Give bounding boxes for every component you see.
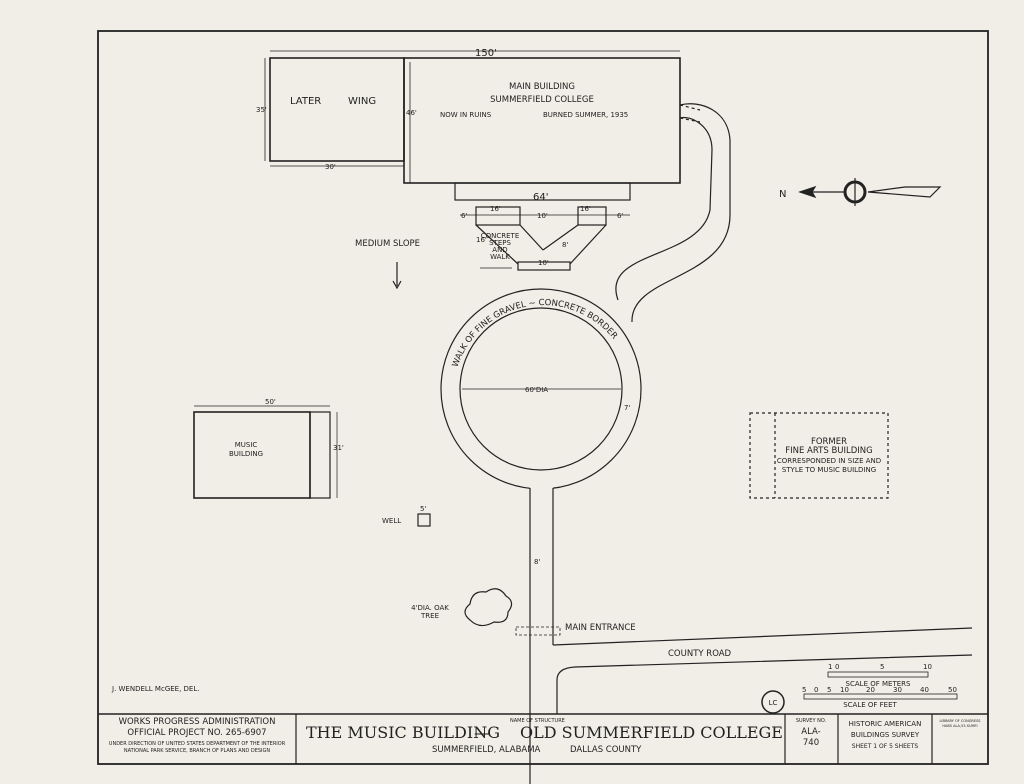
dim-walk-diag: 8' bbox=[562, 241, 568, 249]
north-arrow bbox=[798, 178, 942, 206]
road-edge bbox=[552, 627, 973, 646]
steps-label: AND bbox=[492, 246, 507, 254]
music-building-label: MUSIC bbox=[235, 441, 258, 449]
dim-path: 8' bbox=[534, 558, 540, 566]
survey-number: ALA- bbox=[801, 727, 820, 737]
wpa-title: WORKS PROGRESS ADMINISTRATION bbox=[119, 717, 276, 727]
fine-arts-label: FINE ARTS BUILDING bbox=[785, 446, 873, 456]
dim-gap: 10' bbox=[537, 212, 548, 220]
name-dash: — bbox=[474, 723, 490, 742]
scale-tick: 5 bbox=[827, 686, 831, 694]
main-building-note: NOW IN RUINS bbox=[440, 111, 492, 119]
dim-side: 6' bbox=[461, 212, 467, 220]
scale-tick: 5 bbox=[880, 663, 884, 671]
scale-tick: 10 bbox=[840, 686, 849, 694]
steps-label: CONCRETE bbox=[481, 232, 520, 240]
sheet-number: SHEET 1 OF 5 SHEETS bbox=[852, 743, 919, 750]
main-building-title: MAIN BUILDING bbox=[509, 82, 575, 92]
oak-tree bbox=[464, 588, 513, 627]
scale-tick: 40 bbox=[920, 686, 929, 694]
dim-well: 5' bbox=[420, 505, 426, 513]
well-label: WELL bbox=[382, 517, 401, 525]
name-caption: NAME OF STRUCTURE bbox=[510, 718, 565, 724]
later-wing-label: WING bbox=[348, 96, 376, 107]
scale-of-meters bbox=[827, 671, 929, 678]
scale-tick: 0 bbox=[835, 663, 839, 671]
scale-tick: 20 bbox=[866, 686, 875, 694]
fine-arts-label: CORRESPONDED IN SIZE AND bbox=[777, 457, 881, 465]
dim-ring: 7' bbox=[624, 404, 630, 412]
driveway bbox=[615, 116, 713, 301]
porch bbox=[454, 182, 631, 201]
steps-label: WALK bbox=[490, 253, 510, 261]
scale-of-feet bbox=[803, 693, 958, 700]
delineator: J. WENDELL McGEE, DEL. bbox=[111, 685, 199, 693]
wpa-branch: NATIONAL PARK SERVICE, BRANCH OF PLANS A… bbox=[124, 748, 271, 754]
main-entrance-gate bbox=[515, 626, 561, 636]
former-fine-arts-building bbox=[749, 412, 889, 499]
entrance-label: MAIN ENTRANCE bbox=[565, 623, 636, 633]
later-wing bbox=[269, 57, 405, 162]
habs-title: BUILDINGS SURVEY bbox=[851, 731, 920, 739]
wpa-project: OFFICIAL PROJECT NO. 265-6907 bbox=[127, 728, 266, 738]
library-stamp: LIBRARY OF CONGRESS bbox=[939, 719, 981, 723]
location: SUMMERFIELD, ALABAMA bbox=[432, 745, 541, 755]
dim-side: 6' bbox=[617, 212, 623, 220]
main-building-note: BURNED SUMMER, 1935 bbox=[543, 111, 628, 119]
library-stamp: HABS ALA,53-SUMFI bbox=[942, 724, 977, 728]
steps-label: STEPS bbox=[489, 239, 511, 247]
step-left bbox=[475, 206, 521, 226]
dim-circle: 60'DIA bbox=[525, 386, 548, 394]
scale-tick: 50 bbox=[948, 686, 957, 694]
gravel-walk-inner bbox=[459, 307, 623, 471]
dim-overall: 150' bbox=[475, 48, 497, 59]
fine-arts-label: STYLE TO MUSIC BUILDING bbox=[782, 466, 876, 474]
tree-label: TREE bbox=[420, 612, 439, 620]
dim-main-height: 46' bbox=[406, 109, 417, 117]
scale-tick: 0 bbox=[814, 686, 818, 694]
scale-tick: 10 bbox=[923, 663, 932, 671]
scale-tick: 1 bbox=[828, 663, 832, 671]
county: DALLAS COUNTY bbox=[570, 745, 642, 755]
structure-name: THE MUSIC BUILDING bbox=[306, 723, 500, 742]
sheet-border bbox=[97, 30, 989, 765]
dim-music-width: 50' bbox=[265, 398, 276, 406]
main-building bbox=[403, 57, 681, 184]
dim-walk: 10' bbox=[538, 259, 549, 267]
dim-steps-depth: 16' bbox=[476, 236, 487, 244]
walk-steps bbox=[517, 261, 571, 271]
main-building-subtitle: SUMMERFIELD COLLEGE bbox=[490, 95, 594, 105]
dim-porch: 64' bbox=[533, 192, 548, 203]
north-label: N bbox=[779, 189, 786, 200]
dim-wing-width: 30' bbox=[325, 163, 336, 171]
survey-caption: SURVEY NO. bbox=[796, 718, 827, 724]
later-wing-label: LATER bbox=[290, 96, 321, 107]
fine-arts-label: FORMER bbox=[811, 437, 847, 447]
scale-tick: 30 bbox=[893, 686, 902, 694]
dim-step: 16' bbox=[490, 205, 501, 213]
slope-label: MEDIUM SLOPE bbox=[355, 239, 420, 249]
music-building-label: BUILDING bbox=[229, 450, 263, 458]
scale-tick: 5 bbox=[802, 686, 806, 694]
scale-meters-label: SCALE OF METERS bbox=[846, 680, 911, 688]
library-of-congress-seal bbox=[761, 690, 785, 714]
step-right bbox=[577, 206, 607, 226]
dim-wing-height: 35' bbox=[256, 106, 267, 114]
structure-name: OLD SUMMERFIELD COLLEGE bbox=[520, 723, 783, 742]
road-edge bbox=[556, 654, 973, 714]
survey-number: 740 bbox=[803, 738, 819, 748]
tree-label: 4'DIA. OAK bbox=[411, 604, 449, 612]
wpa-direction: UNDER DIRECTION OF UNITED STATES DEPARTM… bbox=[109, 741, 286, 747]
well bbox=[417, 513, 431, 527]
dim-step: 16' bbox=[580, 205, 591, 213]
seal-text: LC bbox=[769, 699, 778, 707]
scale-feet-label: SCALE OF FEET bbox=[843, 701, 897, 709]
habs-title: HISTORIC AMERICAN bbox=[849, 720, 922, 728]
dim-music-depth: 31' bbox=[333, 444, 344, 452]
road-label: COUNTY ROAD bbox=[668, 649, 732, 659]
